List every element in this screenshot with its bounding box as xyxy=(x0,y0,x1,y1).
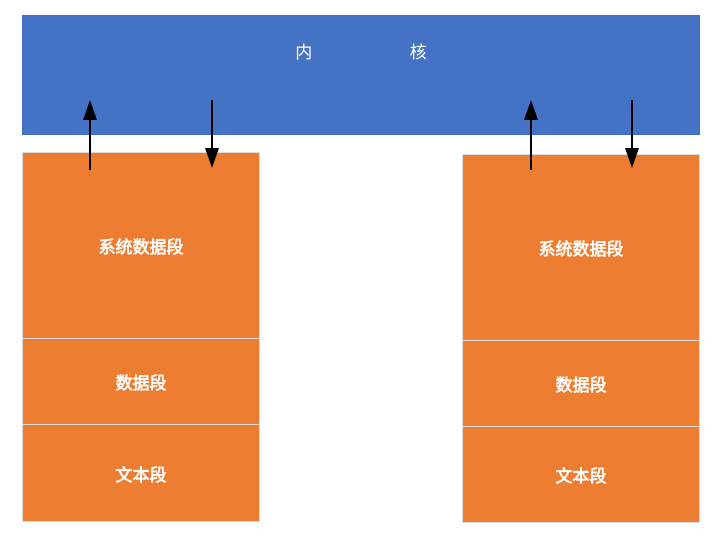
segment-label: 文本段 xyxy=(115,465,167,486)
data-segment: 数据段 xyxy=(463,340,699,426)
system-data-segment: 系统数据段 xyxy=(463,155,699,340)
process-stack-left: 系统数据段 数据段 文本段 xyxy=(22,152,260,522)
kernel-title: 内 核 xyxy=(23,38,699,63)
segment-label: 数据段 xyxy=(555,376,607,396)
process-stack-right: 系统数据段 数据段 文本段 xyxy=(462,154,700,523)
segment-label: 系统数据段 xyxy=(538,240,624,260)
kernel-block: 内 核 xyxy=(22,15,700,135)
segment-label: 数据段 xyxy=(115,374,167,394)
segment-label: 文本段 xyxy=(555,467,607,487)
segment-label: 系统数据段 xyxy=(98,238,184,258)
kernel-title-char-2: 核 xyxy=(409,43,427,63)
system-data-segment: 系统数据段 xyxy=(23,153,259,338)
text-segment: 文本段 xyxy=(463,426,699,522)
kernel-title-char-1: 内 xyxy=(295,43,313,63)
text-segment: 文本段 xyxy=(23,424,259,521)
data-segment: 数据段 xyxy=(23,338,259,424)
